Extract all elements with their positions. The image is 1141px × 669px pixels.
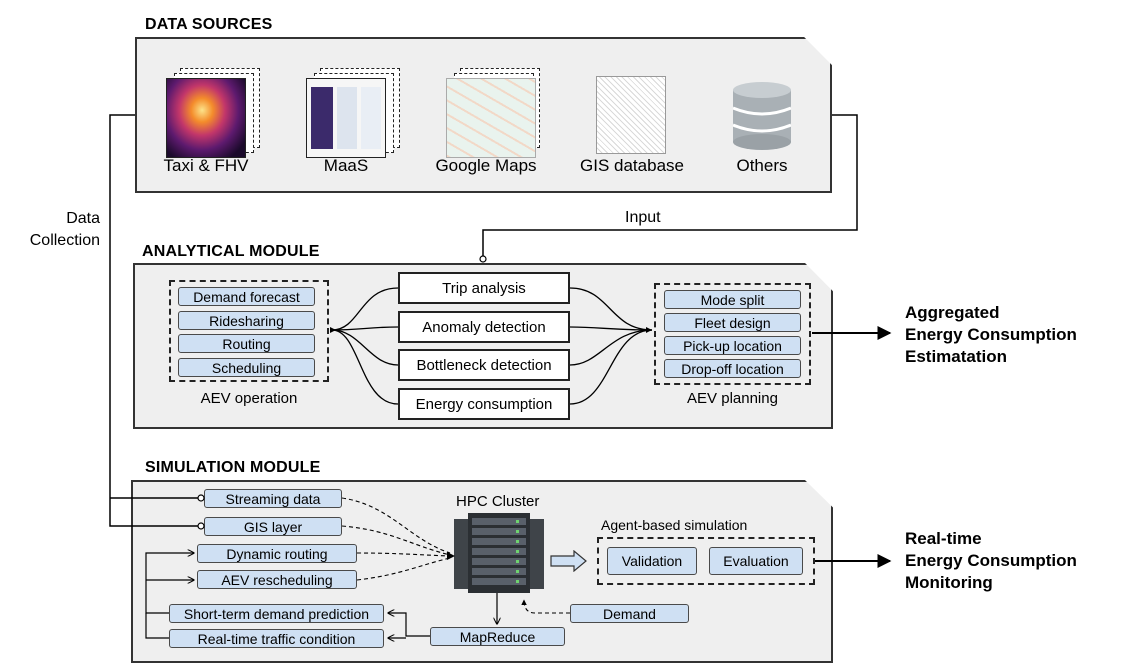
heatmap-thumbnail-icon: [166, 68, 262, 158]
aggregated-output-label: Aggregated Energy Consumption Estimatati…: [905, 303, 1077, 366]
anomaly-detection-box: Anomaly detection: [398, 311, 570, 343]
database-icon: [732, 82, 792, 150]
source-label-taxi: Taxi & FHV: [163, 156, 249, 175]
op-scheduling: Scheduling: [178, 358, 315, 377]
bottleneck-detection-box: Bottleneck detection: [398, 349, 570, 381]
aev-operation-group: [169, 280, 329, 382]
op-demand-forecast: Demand forecast: [178, 287, 315, 306]
source-label-maas: MaaS: [323, 156, 369, 175]
plan-mode-split: Mode split: [664, 290, 801, 309]
dynamic-routing-box: Dynamic routing: [197, 544, 357, 563]
data-collection-label: Data Collection: [29, 210, 100, 249]
streaming-data-box: Streaming data: [204, 489, 342, 508]
realtime-output-label: Real-time Energy Consumption Monitoring: [905, 529, 1077, 592]
trip-analysis-box: Trip analysis: [398, 272, 570, 304]
plan-pickup-location: Pick-up location: [664, 336, 801, 355]
mapreduce-box: MapReduce: [430, 627, 565, 646]
agent-simulation-group: [597, 537, 815, 585]
aev-operation-caption: AEV operation: [200, 390, 298, 407]
map-thumbnail-icon: [446, 68, 542, 158]
op-ridesharing: Ridesharing: [178, 311, 315, 330]
realtime-traffic-box: Real-time traffic condition: [169, 629, 384, 648]
evaluation-box: Evaluation: [709, 547, 803, 575]
aev-planning-group: [654, 283, 811, 385]
demand-box: Demand: [570, 604, 689, 623]
source-label-others: Others: [736, 156, 788, 175]
hpc-to-simulation-arrow-icon: [550, 549, 588, 573]
server-rack-icon: [454, 513, 544, 593]
analytical-module-title: ANALYTICAL MODULE: [142, 243, 320, 260]
source-label-google-maps: Google Maps: [435, 156, 537, 175]
plan-fleet-design: Fleet design: [664, 313, 801, 332]
hpc-cluster-label: HPC Cluster: [456, 493, 540, 510]
aev-rescheduling-box: AEV rescheduling: [197, 570, 357, 589]
data-sources-title: DATA SOURCES: [145, 16, 273, 33]
energy-consumption-box: Energy consumption: [398, 388, 570, 420]
input-label: Input: [625, 209, 661, 226]
short-term-demand-box: Short-term demand prediction: [169, 604, 384, 623]
validation-box: Validation: [607, 547, 697, 575]
app-screenshot-icon: [306, 68, 402, 158]
source-label-gis: GIS database: [580, 156, 684, 175]
agent-based-simulation-caption: Agent-based simulation: [601, 517, 748, 533]
op-routing: Routing: [178, 334, 315, 353]
aev-planning-caption: AEV planning: [687, 390, 778, 407]
plan-dropoff-location: Drop-off location: [664, 359, 801, 378]
simulation-module-title: SIMULATION MODULE: [145, 459, 321, 476]
gis-map-icon: [596, 76, 666, 154]
gis-layer-box: GIS layer: [204, 517, 342, 536]
